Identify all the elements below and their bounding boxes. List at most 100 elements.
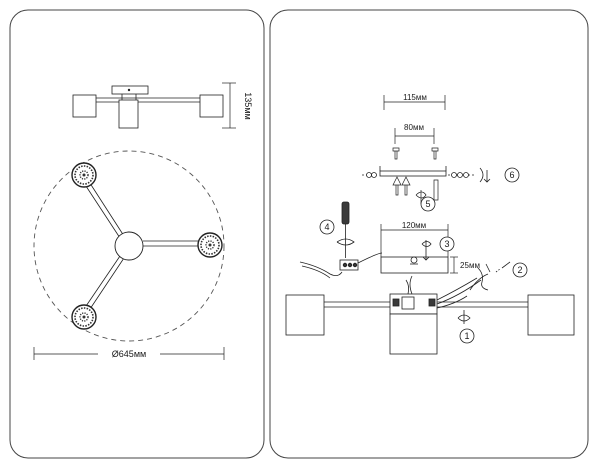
shade-bottom-inner: [79, 312, 89, 322]
diameter-dimension: [33, 347, 225, 360]
left-panel: 135мм: [9, 9, 265, 459]
fixture-wire-5: [436, 295, 468, 309]
side-view-shade-right: [199, 94, 224, 118]
fixture-wire-3: [436, 277, 478, 301]
terminal-screw-3: [352, 262, 358, 268]
screwdriver-handle: [341, 201, 350, 225]
connector-right: [428, 298, 436, 307]
right-panel: 115мм 80мм: [269, 9, 589, 459]
step-1-label: 1: [464, 331, 469, 341]
step-4-circle: [319, 219, 335, 235]
dim-80: [394, 128, 435, 144]
step6-arrow: [483, 170, 491, 183]
dim-80-label: 80мм: [404, 123, 424, 132]
step-labels: 1 2 3 4 5 6: [324, 170, 522, 341]
step2-wire: [477, 267, 489, 291]
side-view-shade-center: [118, 99, 139, 129]
ceiling-plate: [380, 240, 449, 274]
connector-left: [392, 298, 400, 307]
mounting-bracket: [362, 166, 491, 183]
bracket-hook: [479, 167, 484, 183]
side-view-shade-left: [72, 94, 97, 118]
ceiling-screws: [392, 147, 439, 160]
dim-115: [383, 95, 446, 110]
bracket-screw-mid: [401, 176, 411, 196]
step-5-circle: [420, 196, 436, 212]
wire-right: [357, 252, 383, 264]
wire-left-a: [299, 261, 343, 276]
shade-top-center: [82, 173, 86, 177]
fixture-wire-1: [405, 279, 410, 295]
bracket-nut-right-3: [463, 172, 469, 178]
step-4-label: 4: [324, 222, 329, 232]
top-view-canopy: [114, 231, 144, 261]
arm-bottom-b: [85, 257, 125, 316]
side-view-lamp: [72, 85, 224, 129]
side-view-screw: [127, 88, 131, 92]
right-panel-border: [269, 9, 589, 459]
fixture-shade-right: [527, 294, 575, 336]
step2-parts: [477, 261, 511, 291]
shade-top-inner: [79, 170, 89, 180]
shade-top-ring: [74, 165, 94, 185]
shade-right-center: [208, 243, 212, 247]
fixture-wire-4: [436, 279, 482, 305]
shade-right-inner: [205, 240, 215, 250]
shade-right-ring: [200, 235, 220, 255]
step-1-circle: [459, 328, 475, 344]
terminal-block: [299, 252, 383, 279]
height-dimension: [222, 82, 236, 129]
fixture-shade-center: [389, 313, 438, 355]
step-2-circle: [512, 262, 528, 278]
step-3-label: 3: [444, 239, 449, 249]
shade-bottom-ring: [74, 307, 94, 327]
step2-screw-dash: [495, 268, 501, 273]
screw-left: [392, 147, 400, 160]
diameter-dim-label: Ø645мм: [112, 349, 146, 359]
arm-top-a: [85, 176, 125, 237]
step-6-label: 6: [509, 170, 514, 180]
step-2-label: 2: [517, 265, 522, 275]
fixture-wire-2: [409, 275, 413, 295]
step-3-circle: [439, 236, 455, 252]
step-6-circle: [504, 167, 520, 183]
fixture: [285, 273, 575, 355]
bracket-screw-right: [433, 179, 439, 201]
step2-screw: [501, 261, 511, 269]
dim-115-label: 115мм: [403, 93, 427, 102]
step4-rotate: [336, 238, 355, 246]
top-view-shade-top: [71, 162, 97, 188]
step-markers: [319, 167, 528, 344]
terminal-screw-1: [342, 262, 348, 268]
dim-25: [450, 256, 458, 274]
step3-rotate: [421, 241, 432, 247]
height-dim-label: 135мм: [243, 92, 253, 119]
fixture-shade-left: [285, 294, 325, 336]
top-view-shade-bottom: [71, 304, 97, 330]
fixture-hub-window: [401, 296, 415, 310]
dim-120-label: 120мм: [402, 221, 426, 230]
plate-hole: [410, 256, 418, 264]
bracket-nut-left-1: [366, 172, 372, 178]
step3-arrow: [422, 240, 430, 261]
top-view-arms: [81, 176, 203, 316]
bracket-nut-right-2: [457, 172, 463, 178]
fixture-wire-6: [469, 273, 489, 291]
bracket-nut-left-2: [371, 172, 377, 178]
screw-right: [431, 147, 439, 160]
shade-bottom-center: [82, 315, 86, 319]
arm-bottom-a: [81, 255, 121, 313]
bracket-screws: [392, 176, 439, 204]
screwdriver: [336, 201, 355, 258]
terminal-screw-2: [347, 262, 353, 268]
step2-tip: [485, 263, 491, 273]
arm-top-b: [81, 179, 121, 239]
bracket-bar: [379, 170, 447, 177]
wire-left-b: [301, 265, 331, 279]
bracket-screw-left: [392, 176, 402, 196]
top-view-shade-right: [197, 232, 223, 258]
bracket-nut-right-1: [451, 172, 457, 178]
footprint-circle: [33, 150, 225, 342]
step1-rotate: [457, 310, 471, 324]
